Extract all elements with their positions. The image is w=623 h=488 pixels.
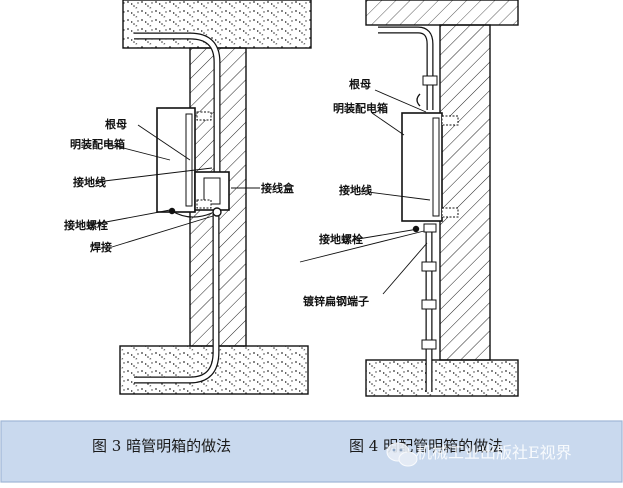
fig4-wall [439, 24, 491, 361]
fig3-label-lock-nut: 根母 [105, 117, 127, 131]
fig3-distribution-box [156, 107, 196, 213]
caption-band [0, 420, 623, 483]
fig3-label-surface-box: 明装配电箱 [70, 137, 125, 151]
fig4-label-ground-bolt: 接地螺栓 [319, 232, 363, 246]
fig3-label-weld: 焊接 [90, 240, 112, 254]
fig3-caption: 图 3 暗管明箱的做法 [92, 437, 231, 455]
fig3-label-junction-box: 接线盒 [261, 181, 295, 195]
fig4-label-surface-box: 明装配电箱 [333, 101, 388, 115]
figure-4: 根母 明装配电箱 接地线 接地螺栓 镀锌扁钢端子 [299, 0, 519, 397]
fig4-label-lock-nut: 根母 [349, 77, 371, 91]
fig4-conduit-upper [378, 26, 434, 110]
fig4-label-ground-wire: 接地线 [339, 183, 372, 197]
figure-3: 根母 明装配电箱 接地线 接线盒 接地螺栓 焊接 [64, 0, 312, 395]
fig4-floor-slab [365, 359, 519, 397]
fig4-label-clamp: 镀锌扁钢端子 [303, 294, 369, 308]
fig4-leaders [299, 89, 431, 295]
fig3-label-ground-bolt: 接地螺栓 [64, 218, 108, 232]
wechat-logo-icon [386, 442, 418, 467]
fig4-ceiling-slab [365, 0, 519, 26]
fig4-distribution-box [401, 112, 443, 222]
fig3-leaders [89, 124, 260, 248]
fig3-top-slab [122, 0, 312, 49]
watermark-text: 机械工业出版社E视界 [416, 443, 572, 462]
fig3-label-ground-wire: 接地线 [73, 175, 106, 189]
